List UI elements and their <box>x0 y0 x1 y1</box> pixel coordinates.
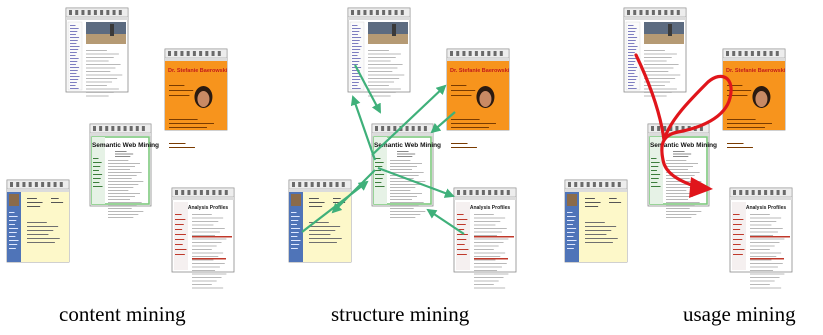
hyperlink-arrow <box>371 84 447 156</box>
center-page-thumbnail: Semantic Web Mining <box>89 123 159 218</box>
orange-page-title: Dr. Stefanie Baerowski <box>168 68 228 74</box>
photo-page-thumbnail <box>65 7 129 97</box>
center-page-title: Semantic Web Mining <box>650 142 717 149</box>
hyperlink-arrow <box>426 208 465 235</box>
hyperlink-arrow <box>377 166 455 198</box>
caption-content-mining: content mining <box>59 302 186 326</box>
center-page-thumbnail: Semantic Web Mining <box>371 123 441 218</box>
caption-usage-mining: usage mining <box>683 302 796 326</box>
center-page-title: Semantic Web Mining <box>374 142 441 149</box>
yellow-page-thumbnail <box>564 179 628 263</box>
orange-page-thumbnail: Dr. Stefanie Baerowski <box>722 48 786 148</box>
orange-page-thumbnail: Dr. Stefanie Baerowski <box>446 48 510 148</box>
hyperlink-arrow <box>430 111 456 134</box>
yellow-page-thumbnail <box>6 179 70 263</box>
photo-page-thumbnail <box>623 7 687 97</box>
center-page-title: Semantic Web Mining <box>92 142 159 149</box>
hyperlink-arrow <box>350 95 377 161</box>
white-page-thumbnail: Analysis Profiles <box>729 187 793 289</box>
hyperlink-arrow <box>354 64 381 114</box>
white-page-thumbnail: Analysis Profiles <box>453 187 517 289</box>
yellow-page-thumbnail <box>288 179 352 263</box>
orange-page-title: Dr. Stefanie Baerowski <box>450 68 510 74</box>
center-page-thumbnail: Semantic Web Mining <box>647 123 717 218</box>
usage-path <box>634 53 733 189</box>
white-page-title: Analysis Profiles <box>470 205 511 211</box>
white-page-title: Analysis Profiles <box>746 205 787 211</box>
usage-path-arrowhead <box>689 177 713 198</box>
orange-page-title: Dr. Stefanie Baerowski <box>726 68 786 74</box>
photo-page-thumbnail <box>347 7 411 97</box>
caption-structure-mining: structure mining <box>331 302 470 326</box>
white-page-title: Analysis Profiles <box>188 205 229 211</box>
hyperlink-arrow <box>301 180 369 233</box>
white-page-thumbnail: Analysis Profiles <box>171 187 235 289</box>
orange-page-thumbnail: Dr. Stefanie Baerowski <box>164 48 228 148</box>
